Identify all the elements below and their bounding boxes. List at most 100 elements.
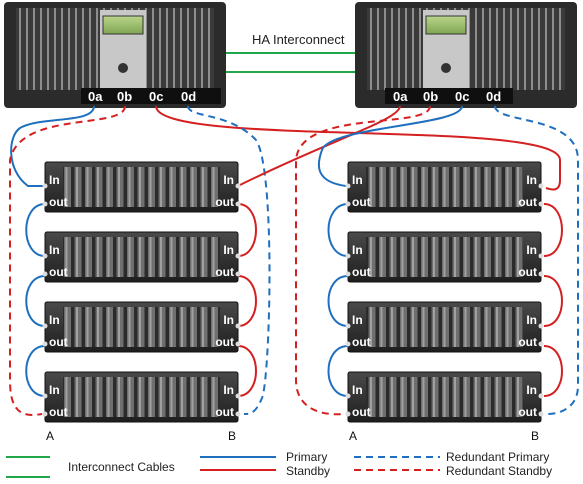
port-0c: 0c (455, 89, 469, 104)
primary-daisy-chain-left (25, 203, 46, 397)
redundant-primary-cable-c1-0d (187, 105, 271, 415)
port-connector-icon (345, 323, 351, 329)
controller-1: 0a 0b 0c 0d (4, 2, 226, 108)
port-0b: 0b (423, 89, 438, 104)
port-connector-icon (345, 183, 351, 189)
port-connector-icon (345, 341, 351, 347)
port-connector-icon (345, 201, 351, 207)
stack-label-a-left: A (46, 429, 54, 443)
shelf-drive-bays (63, 307, 220, 347)
port-connector-icon (345, 393, 351, 399)
port-connector-icon (235, 341, 241, 347)
shelf-port-in-a: In (49, 173, 60, 187)
shelf-port-in-a: In (352, 243, 363, 257)
port-connector-icon (538, 201, 544, 207)
shelf-port-out-a: out (352, 335, 371, 349)
port-0c: 0c (149, 89, 163, 104)
port-connector-icon (538, 341, 544, 347)
shelf-port-out-a: out (49, 265, 68, 279)
redundant-primary-cable-c2-0d (494, 105, 579, 415)
port-connector-icon (235, 271, 241, 277)
primary-cable-c2-0c (318, 105, 463, 187)
port-connector-icon (235, 393, 241, 399)
shelf-port-in-b: In (223, 383, 234, 397)
port-connector-icon (42, 393, 48, 399)
shelf-port-in-b: In (223, 313, 234, 327)
legend-primary-label: Primary (286, 450, 327, 464)
disk-shelf-right-3: In out In out (345, 301, 544, 353)
shelf-port-out-b: out (215, 335, 234, 349)
shelf-port-in-b: In (526, 383, 537, 397)
port-connector-icon (538, 183, 544, 189)
legend-redundant-primary-label: Redundant Primary (446, 450, 549, 464)
port-connector-icon (538, 271, 544, 277)
legend-interconnect-label: Interconnect Cables (68, 460, 175, 474)
shelf-port-in-b: In (223, 243, 234, 257)
shelf-port-out-a: out (49, 335, 68, 349)
shelf-port-out-a: out (49, 405, 68, 419)
ha-interconnect: HA Interconnect (226, 32, 355, 73)
shelf-port-out-a: out (49, 195, 68, 209)
port-connector-icon (42, 323, 48, 329)
legend-standby-label: Standby (286, 464, 330, 478)
standby-daisy-chain-left (237, 203, 257, 397)
shelf-port-in-b: In (526, 243, 537, 257)
primary-daisy-chain-right (327, 203, 349, 397)
shelf-port-in-a: In (352, 313, 363, 327)
legend: Interconnect Cables Primary Standby Redu… (6, 450, 552, 478)
port-connector-icon (42, 253, 48, 259)
shelf-port-out-b: out (518, 265, 537, 279)
shelf-port-in-a: In (352, 173, 363, 187)
port-0b: 0b (117, 89, 132, 104)
port-connector-icon (42, 411, 48, 417)
netapp-logo-icon (441, 63, 451, 73)
controller-port-bar (385, 88, 513, 104)
port-connector-icon (345, 271, 351, 277)
shelf-port-out-b: out (518, 195, 537, 209)
port-0d: 0d (181, 89, 196, 104)
shelf-port-in-a: In (49, 383, 60, 397)
netapp-logo-icon (118, 63, 128, 73)
ha-interconnect-label: HA Interconnect (252, 32, 345, 47)
controller-lcd (102, 15, 144, 35)
disk-shelf-left-2: In out In out (42, 231, 241, 283)
port-connector-icon (345, 253, 351, 259)
shelf-drive-bays (366, 377, 523, 417)
port-connector-icon (235, 253, 241, 259)
shelf-drive-bays (366, 307, 523, 347)
shelf-port-out-b: out (518, 405, 537, 419)
port-connector-icon (42, 341, 48, 347)
shelf-port-out-b: out (518, 335, 537, 349)
shelf-port-in-a: In (49, 313, 60, 327)
shelf-port-out-b: out (215, 265, 234, 279)
shelf-drive-bays (63, 167, 220, 207)
port-connector-icon (42, 271, 48, 277)
redundant-standby-cable-c2-0b (295, 105, 431, 416)
port-0a: 0a (393, 89, 408, 104)
port-connector-icon (235, 183, 241, 189)
shelf-port-in-b: In (223, 173, 234, 187)
shelf-port-out-b: out (215, 405, 234, 419)
shelf-drive-bays (366, 237, 523, 277)
port-connector-icon (235, 201, 241, 207)
stack-label-a-right: A (349, 429, 357, 443)
port-connector-icon (538, 323, 544, 329)
controller-port-bar (81, 88, 221, 104)
port-connector-icon (235, 323, 241, 329)
port-0d: 0d (486, 89, 501, 104)
disk-shelf-left-4: In out In out (42, 371, 241, 423)
shelf-port-in-b: In (526, 173, 537, 187)
shelf-port-out-a: out (352, 405, 371, 419)
shelf-drive-bays (63, 377, 220, 417)
shelf-port-in-a: In (49, 243, 60, 257)
shelf-port-in-b: In (526, 313, 537, 327)
controller-2: 0a 0b 0c 0d (355, 2, 577, 108)
disk-shelves: InoutInoutInoutInoutInoutInoutInoutInout… (42, 161, 544, 423)
shelf-port-out-b: out (215, 195, 234, 209)
port-connector-icon (538, 411, 544, 417)
redundant-standby-cable-c1-0b (9, 105, 126, 416)
primary-cable-c1-0a (10, 105, 95, 187)
